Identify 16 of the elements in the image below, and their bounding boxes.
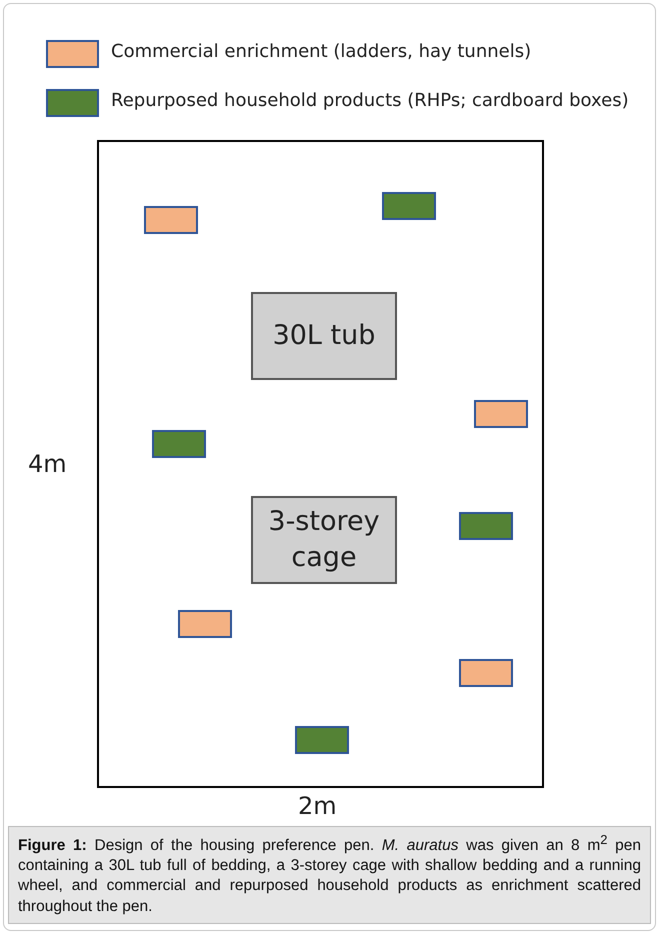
cage-block: 3-storey cage — [251, 496, 397, 584]
enrichment-item — [295, 726, 349, 754]
tub-block: 30L tub — [251, 292, 397, 380]
enrichment-item — [178, 610, 232, 638]
enrichment-item — [459, 512, 513, 540]
pen-outline — [97, 140, 544, 788]
legend-text: Repurposed household products (RHPs; cardboard boxes) — [111, 90, 629, 111]
dimension-label: 2m — [298, 794, 337, 818]
enrichment-item — [152, 430, 206, 458]
legend-text: Commercial enrichment (ladders, hay tunnels) — [111, 41, 532, 62]
enrichment-item — [144, 206, 198, 234]
figure-caption: Figure 1: Design of the housing preference pen. M. auratus was given an 8 m$^{2}$ pen containing a 30L tub full of bedding, a 3-storey cage with shallow bedding and a running wheel, and commercial and repurposed household products as enrichment scattered throughout the pen. — [8, 826, 651, 924]
dimension-label: 4m — [28, 452, 67, 476]
enrichment-item — [459, 659, 513, 687]
enrichment-item — [382, 192, 436, 220]
enrichment-item — [474, 400, 528, 428]
